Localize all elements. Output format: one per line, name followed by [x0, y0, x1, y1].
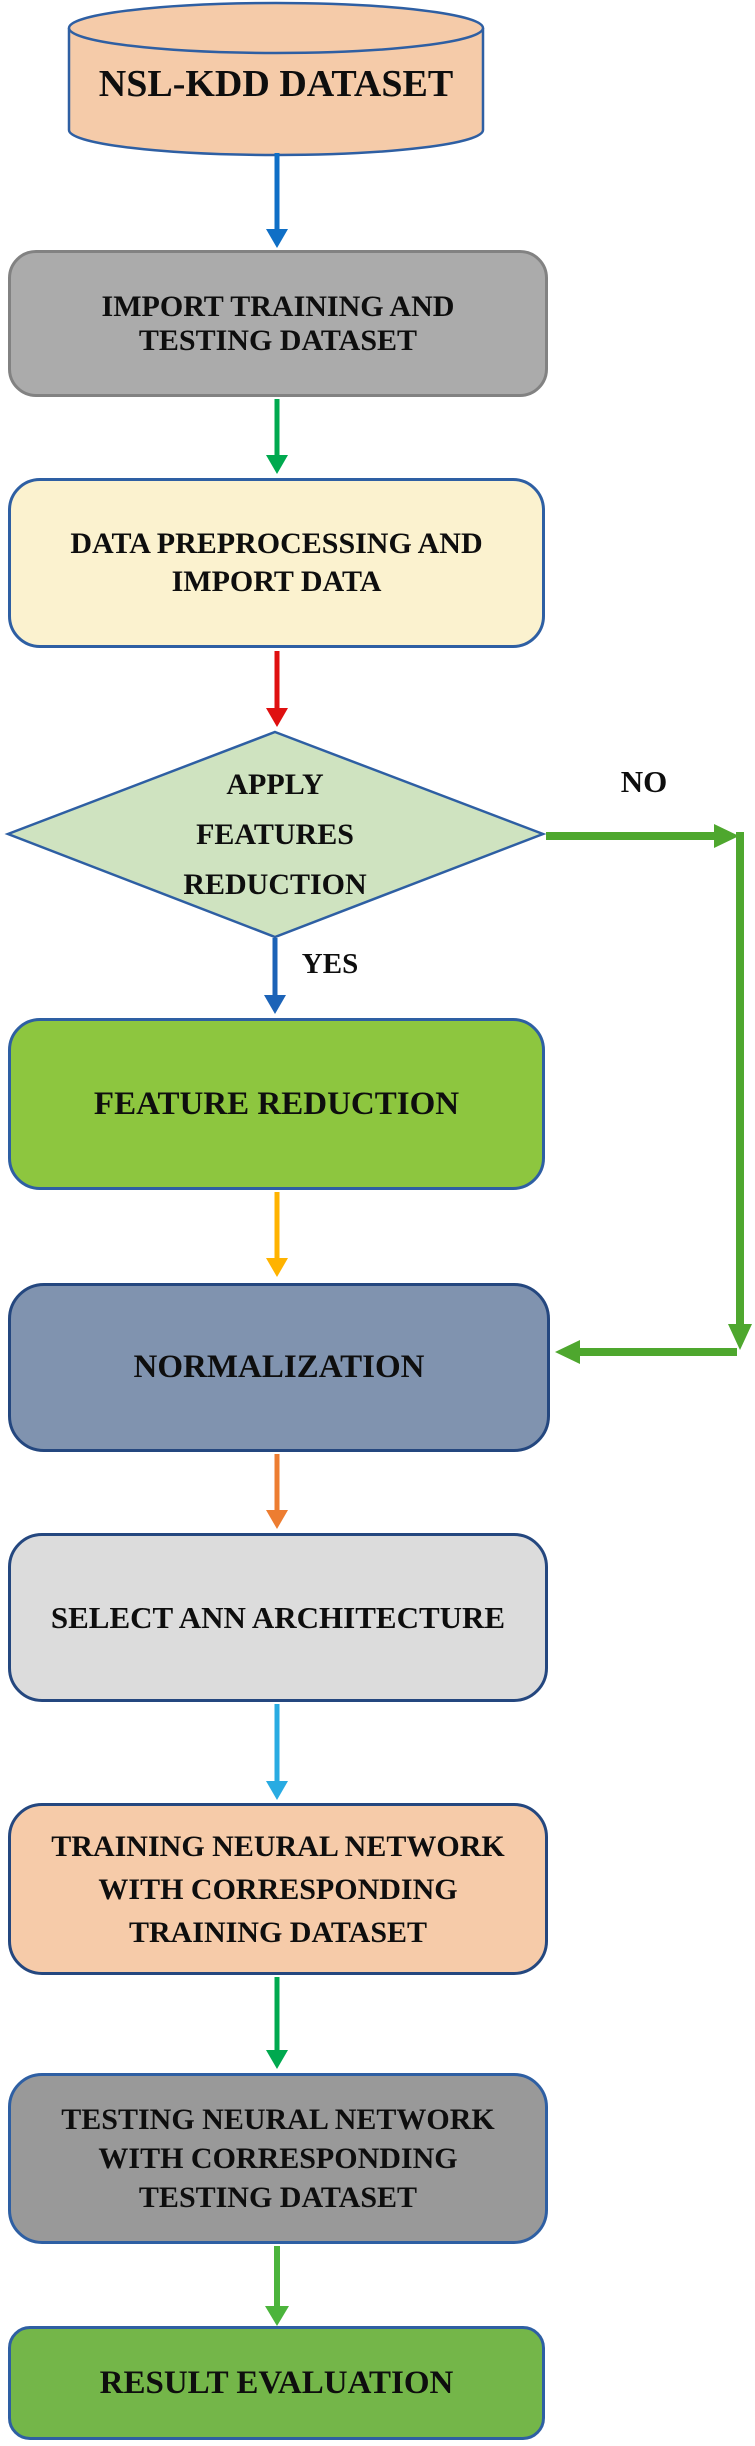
arrow-decision-yes-to-feature	[264, 938, 286, 1014]
arrow-normalization-to-select	[266, 1454, 288, 1529]
decision-label: APPLY FEATURES REDUCTION	[183, 768, 367, 901]
normalization-label: NORMALIZATION	[133, 1349, 425, 1385]
feature-reduction-label: FEATURE REDUCTION	[93, 1085, 460, 1122]
arrow-testing-to-result	[265, 2246, 289, 2326]
import-box: IMPORT TRAINING AND TESTING DATASET	[8, 250, 548, 397]
training-box: TRAINING NEURAL NETWORK WITH CORRESPONDI…	[8, 1803, 548, 1975]
decision-diamond-shape	[4, 730, 547, 939]
preprocess-label: DATA PREPROCESSING AND IMPORT DATA	[70, 527, 483, 598]
arrow-training-to-testing	[266, 1977, 288, 2069]
import-label: IMPORT TRAINING AND TESTING DATASET	[101, 289, 455, 357]
arrow-decision-no-feedback	[546, 824, 752, 1364]
arrow-select-to-training	[266, 1704, 288, 1800]
result-box: RESULT EVALUATION	[8, 2326, 545, 2440]
arrow-import-to-preprocess	[266, 399, 288, 474]
select-ann-box: SELECT ANN ARCHITECTURE	[8, 1533, 548, 1702]
select-ann-label: SELECT ANN ARCHITECTURE	[50, 1599, 506, 1635]
result-label: RESULT EVALUATION	[99, 2364, 454, 2401]
preprocess-box: DATA PREPROCESSING AND IMPORT DATA	[8, 478, 545, 648]
arrow-feature-to-normalization	[266, 1192, 288, 1277]
branch-label-no: NO	[620, 764, 668, 799]
branch-label-yes: YES	[301, 948, 359, 980]
dataset-cylinder-shape	[67, 1, 485, 157]
dataset-label: NSL-KDD DATASET	[98, 63, 454, 105]
arrow-preprocess-to-decision	[266, 651, 288, 727]
testing-box: TESTING NEURAL NETWORK WITH CORRESPONDIN…	[8, 2073, 548, 2244]
testing-label: TESTING NEURAL NETWORK WITH CORRESPONDIN…	[61, 2103, 495, 2214]
training-label: TRAINING NEURAL NETWORK WITH CORRESPONDI…	[51, 1829, 505, 1949]
normalization-box: NORMALIZATION	[8, 1283, 550, 1452]
arrow-dataset-to-import	[266, 153, 288, 248]
feature-reduction-box: FEATURE REDUCTION	[8, 1018, 545, 1190]
